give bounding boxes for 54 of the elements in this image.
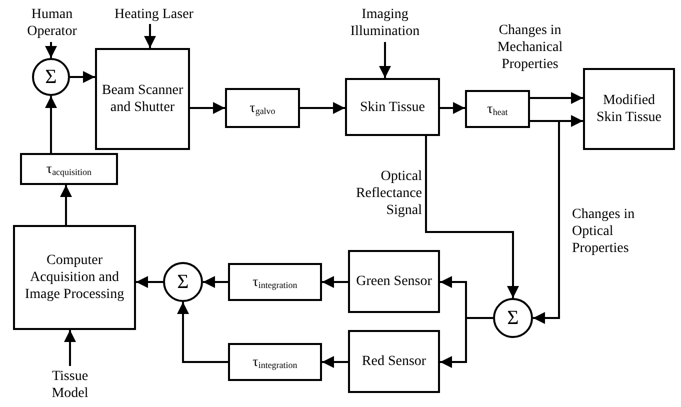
arrow: [530, 120, 560, 324]
process-box: [583, 68, 675, 150]
process-box: [348, 250, 440, 313]
arrow: [440, 317, 493, 368]
box-label: Skin Tissue: [360, 98, 425, 116]
input-label: Imaging Illumination: [349, 6, 421, 40]
sum-symbol: Σ: [177, 274, 189, 290]
sum-symbol: Σ: [45, 68, 57, 86]
process-box: [225, 88, 300, 128]
box-label: τ$_{integration}$: [252, 354, 298, 370]
arrow: [440, 102, 465, 114]
box-label: Red Sensor: [362, 353, 426, 370]
box-label: Modified Skin Tissue: [596, 92, 662, 126]
process-box: [95, 48, 190, 150]
arrow: [190, 102, 225, 114]
arrow: [379, 42, 391, 78]
arrow: [45, 42, 57, 58]
arrow: [322, 276, 348, 288]
input-label: Heating Laser: [114, 6, 194, 22]
summing-junction: [163, 262, 203, 302]
arrow: [136, 276, 163, 288]
box-label: Green Sensor: [356, 273, 432, 290]
arrow: [60, 185, 72, 225]
process-box: [465, 90, 530, 128]
input-label: Human Operator: [26, 6, 78, 40]
edge-label: Changes in Mechanical Properties: [496, 22, 564, 73]
process-box: [20, 153, 118, 185]
edge-label: Optical Reflectance Signal: [354, 168, 422, 219]
sum-symbol: Σ: [507, 310, 519, 326]
arrow: [70, 71, 95, 83]
summing-junction: [32, 58, 70, 96]
process-box: [13, 225, 136, 330]
process-box: [345, 78, 440, 136]
arrow: [425, 136, 519, 298]
arrow: [64, 330, 76, 366]
arrow: [530, 92, 583, 104]
box-label: Computer Acquisition and Image Processing: [24, 252, 126, 303]
process-box: [228, 263, 322, 301]
box-label: τ$_{acquisition}$: [46, 160, 92, 178]
process-box: [348, 330, 440, 393]
arrow: [144, 24, 156, 48]
arrow: [203, 276, 228, 288]
arrow: [322, 356, 348, 368]
edge-label: Changes in Optical Properties: [572, 206, 636, 257]
box-label: τ$_{heat}$: [487, 100, 508, 118]
box-label: Beam Scanner and Shutter: [101, 82, 184, 116]
arrow: [300, 102, 345, 114]
box-label: τ$_{galvo}$: [250, 100, 276, 116]
process-box: [228, 343, 322, 381]
summing-junction: [493, 298, 533, 338]
arrow: [177, 302, 228, 363]
input-label: Tissue Model: [50, 368, 90, 402]
box-label: τ$_{integration}$: [252, 274, 298, 290]
arrow: [45, 96, 57, 153]
